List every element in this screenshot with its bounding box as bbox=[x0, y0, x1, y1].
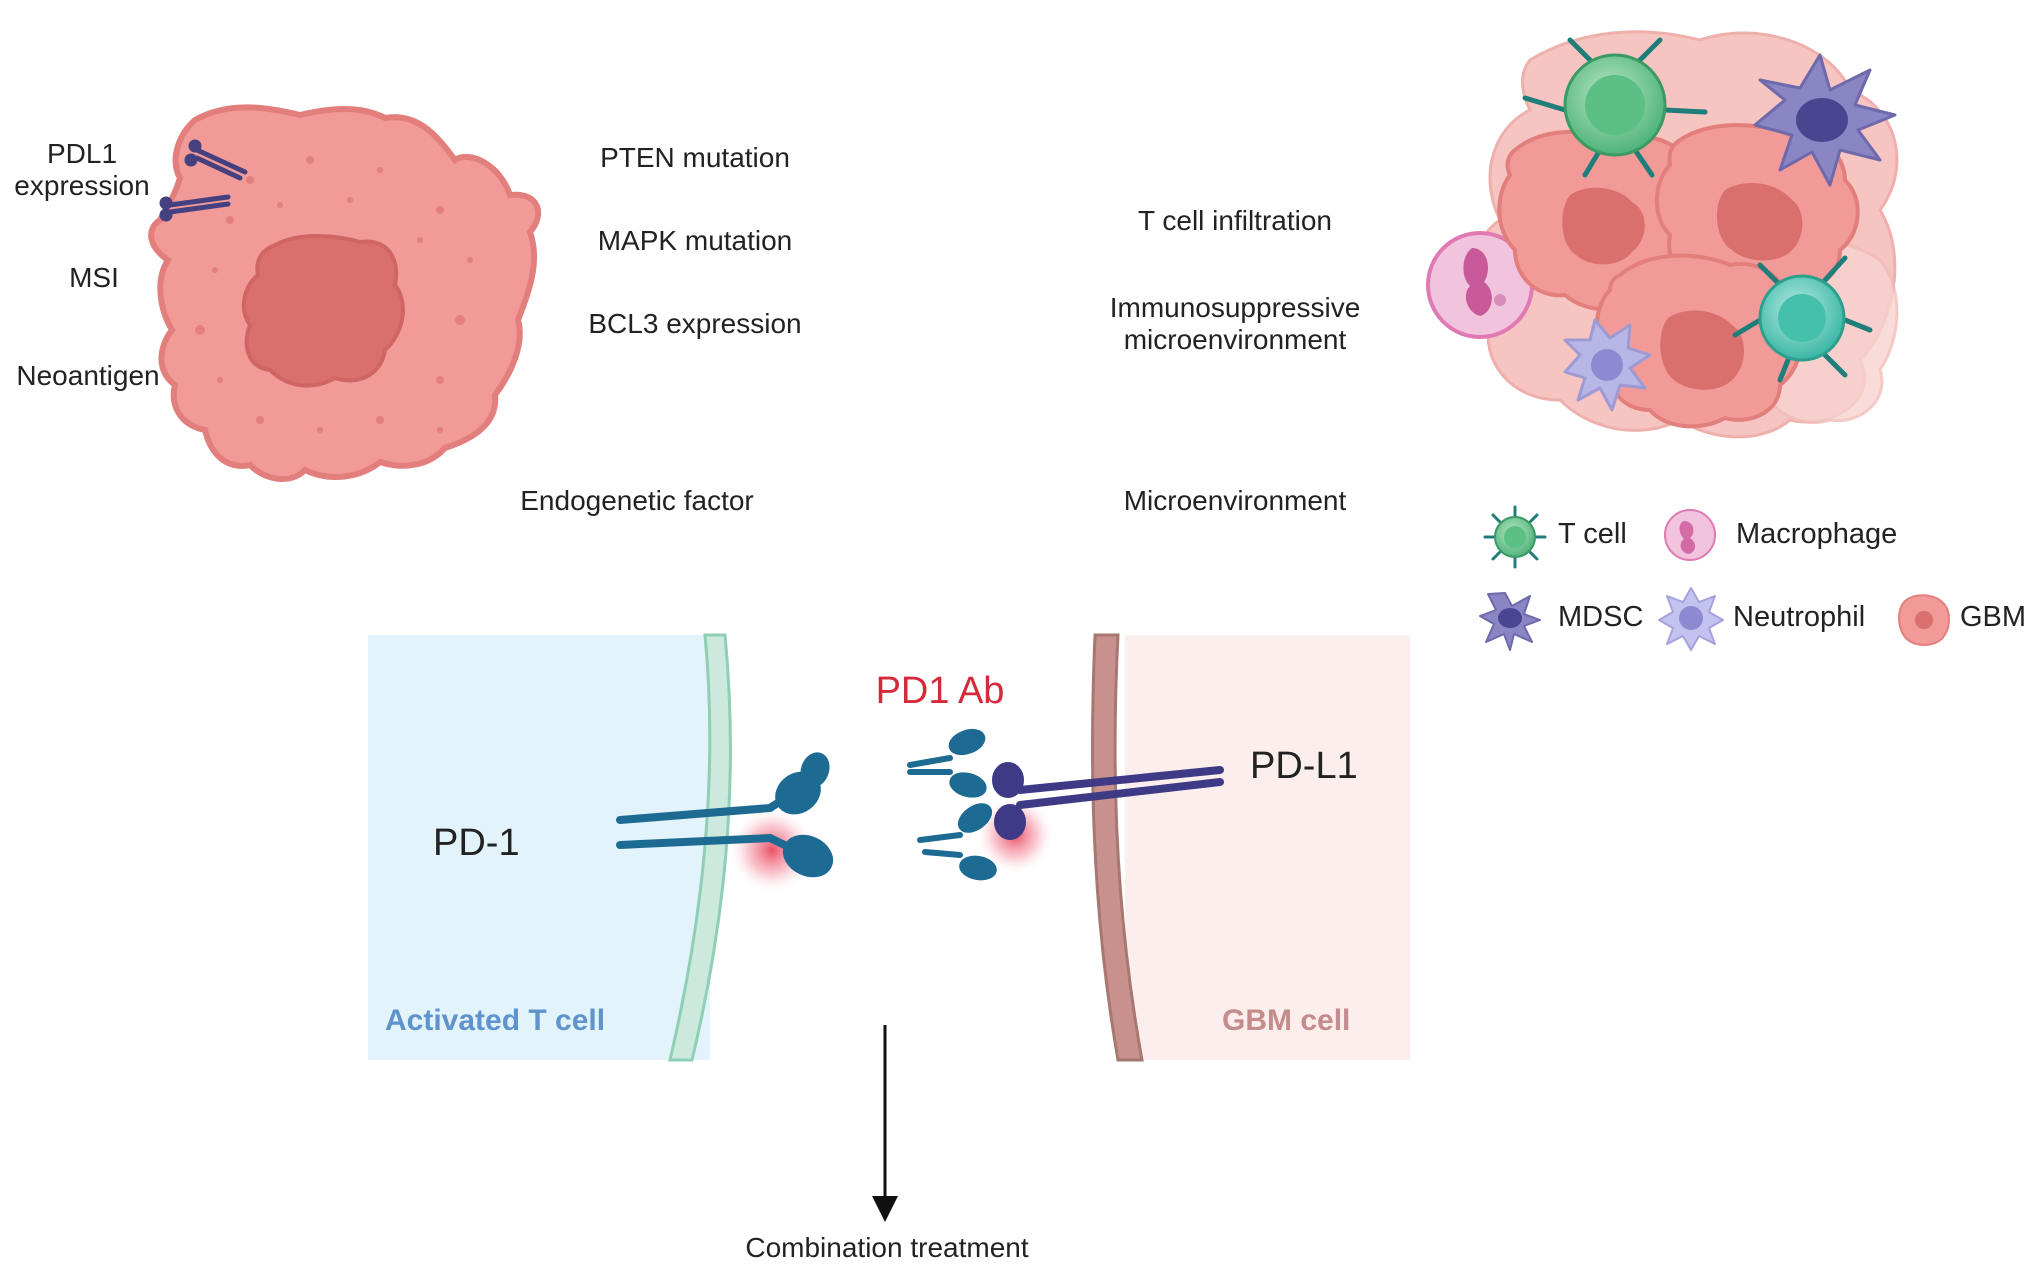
immunosuppressive-line1: Immunosuppressive bbox=[1109, 292, 1361, 323]
bcl3-expression-label: BCL3 expression bbox=[588, 308, 802, 339]
gbm-cell-membrane bbox=[1090, 633, 1144, 1062]
legend-icons bbox=[1479, 505, 1950, 651]
t-cell-legend-icon bbox=[1483, 505, 1547, 569]
mapk-mutation-label: MAPK mutation bbox=[597, 225, 793, 256]
microenvironment-title: Microenvironment bbox=[1123, 485, 1347, 516]
legend-gbm-label: GBM bbox=[1960, 601, 2027, 633]
mdsc-legend-icon bbox=[1479, 592, 1541, 651]
gbm-cell-label: GBM cell bbox=[1222, 1004, 1351, 1037]
macrophage-legend-icon bbox=[1664, 509, 1716, 561]
checkpoint-panel bbox=[368, 633, 1410, 1222]
immunosuppressive-line2: microenvironment bbox=[1123, 324, 1347, 356]
legend-t-cell-label: T cell bbox=[1558, 518, 1627, 550]
endogenetic-factor-title: Endogenetic factor bbox=[520, 485, 754, 516]
tumor-nucleus bbox=[241, 234, 405, 388]
immunosuppressive-label: Immunosuppressive microenvironment bbox=[1110, 292, 1361, 356]
t-cell-infiltration-label: T cell infiltration bbox=[1137, 205, 1333, 236]
gbm-cell-bottom bbox=[1594, 253, 1803, 429]
t-cell-icon-cluster-top bbox=[1522, 37, 1708, 178]
pdl1-label-line1: PDL1 bbox=[46, 138, 118, 169]
t-cell-panel bbox=[368, 635, 710, 1060]
combination-treatment-label: Combination treatment bbox=[745, 1232, 1029, 1263]
gbm-cell-panel bbox=[1125, 635, 1410, 1060]
pd1-antibody-label: PD1 Ab bbox=[875, 670, 1005, 712]
tumor-cell-illustration bbox=[148, 104, 542, 483]
pten-mutation-label: PTEN mutation bbox=[600, 142, 790, 173]
legend-macrophage-label: Macrophage bbox=[1736, 518, 1898, 550]
t-cell-membrane bbox=[668, 633, 732, 1062]
legend-neutrophil-label: Neutrophil bbox=[1733, 601, 1866, 633]
activated-t-cell-label: Activated T cell bbox=[385, 1004, 606, 1037]
pd1-label: PD-1 bbox=[433, 822, 520, 864]
pd1-binding-glow bbox=[728, 806, 816, 894]
legend-mdsc-label: MDSC bbox=[1558, 601, 1644, 633]
combination-arrow bbox=[872, 1025, 898, 1222]
mdsc-icon-cluster bbox=[1753, 53, 1897, 187]
neutrophil-icon-cluster bbox=[1563, 318, 1652, 412]
pdl1-receptor-icon-bottom bbox=[992, 762, 1224, 840]
neoantigen-label: Neoantigen bbox=[16, 360, 160, 391]
tumor-microenvironment-cluster bbox=[1426, 30, 1899, 439]
neutrophil-legend-icon bbox=[1658, 587, 1724, 651]
gbm-legend-icon bbox=[1898, 594, 1950, 646]
msi-label: MSI bbox=[69, 262, 119, 293]
pd1-receptor-icon bbox=[616, 752, 834, 878]
tumor-cell-granules bbox=[195, 156, 473, 433]
pdl1-label: PD-L1 bbox=[1250, 745, 1358, 787]
pdl1-label-line2: expression bbox=[14, 170, 150, 202]
pdl1-expression-label: PDL1 expression bbox=[14, 138, 149, 202]
pdl1-receptor-icon bbox=[159, 139, 248, 222]
t-cell-icon-cluster-right bbox=[1732, 255, 1873, 383]
pd1-antibody-icon bbox=[907, 728, 997, 881]
